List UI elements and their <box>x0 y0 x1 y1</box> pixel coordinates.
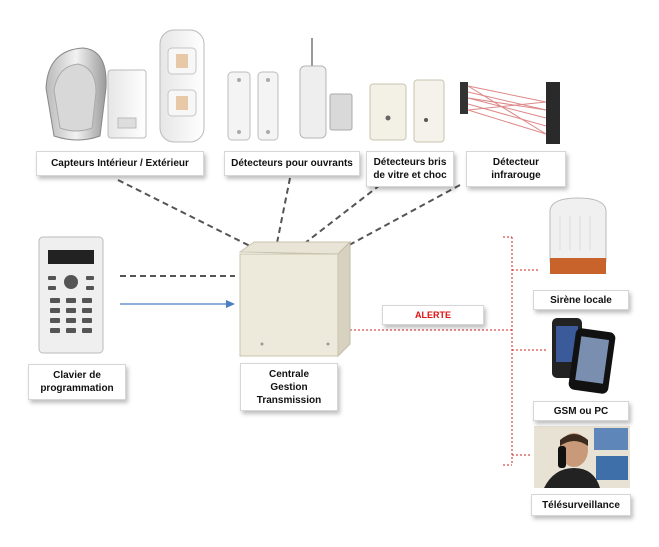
ouvrants-label: Détecteurs pour ouvrants <box>224 151 360 176</box>
capteurs-label: Capteurs Intérieur / Extérieur <box>36 151 204 176</box>
centrale-image <box>238 240 352 358</box>
keypad-image <box>38 236 104 354</box>
link-capteurs <box>117 179 259 251</box>
bris-image <box>369 79 445 143</box>
infrarouge-image <box>460 82 560 144</box>
gsm-image <box>552 318 616 394</box>
sirene-label: Sirène locale <box>533 290 629 310</box>
bris-label: Détecteurs bris de vitre et choc <box>366 151 454 187</box>
ouvrants-image <box>227 38 353 141</box>
alerte-label: ALERTE <box>382 305 484 325</box>
gsm-label: GSM ou PC <box>533 401 629 421</box>
clavier-label: Clavier de programmation <box>28 364 126 400</box>
telesurveillance-image <box>534 426 630 488</box>
link-ouvrants <box>276 177 291 244</box>
sirene-image <box>549 197 607 274</box>
infrarouge-label: Détecteur infrarouge <box>466 151 566 187</box>
centrale-label: Centrale Gestion Transmission <box>240 363 338 411</box>
arrow-head <box>226 300 235 308</box>
link-infrarouge <box>339 184 461 251</box>
telesurveillance-label: Télésurveillance <box>531 494 631 516</box>
link-bris <box>304 184 381 244</box>
capteurs-image <box>45 29 205 143</box>
